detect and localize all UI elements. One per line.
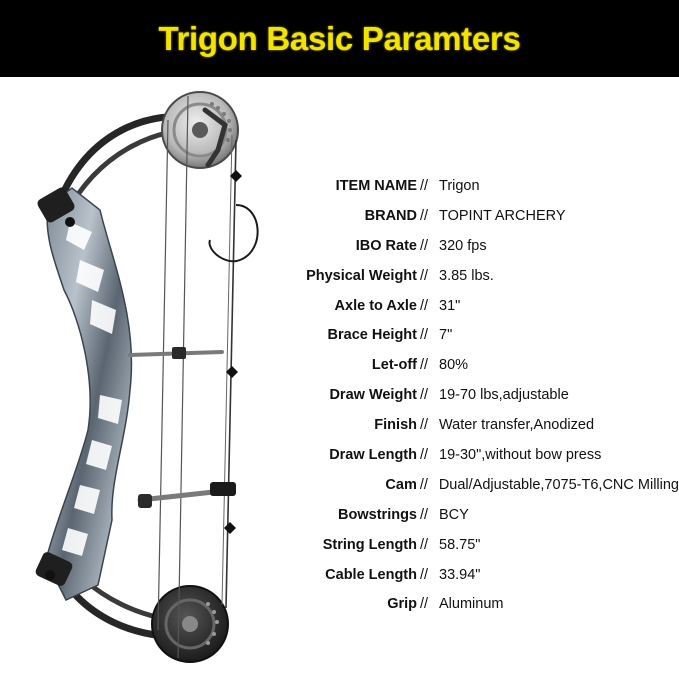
spec-value: 320 fps <box>439 237 487 254</box>
spec-value: 7" <box>439 327 453 344</box>
spec-value: 33.94" <box>439 566 481 583</box>
spec-separator: // <box>420 566 429 583</box>
spec-label: Grip <box>387 596 417 613</box>
spec-separator: // <box>420 177 429 194</box>
spec-value: 31" <box>439 297 461 314</box>
spec-value: 19-30",without bow press <box>439 446 602 463</box>
spec-label: Draw Weight <box>329 387 417 404</box>
spec-row: Axle to Axle// 31" <box>240 291 679 321</box>
spec-separator: // <box>420 446 429 463</box>
spec-separator: // <box>420 536 429 553</box>
spec-value: Water transfer,Anodized <box>439 417 595 434</box>
spec-value: BCY <box>439 506 469 523</box>
spec-value: Dual/Adjustable,7075-T6,CNC Milling <box>438 476 679 493</box>
spec-row: IBO Rate// 320 fps <box>240 231 679 261</box>
spec-separator: // <box>420 357 429 374</box>
spec-value: 19-70 lbs,adjustable <box>439 387 569 404</box>
spec-row: Cable Length// 33.94" <box>240 560 679 590</box>
spec-label: Brace Height <box>327 327 417 344</box>
spec-separator: // <box>420 297 429 314</box>
spec-label: ITEM NAME <box>335 177 417 194</box>
title-banner: Trigon Basic Paramters <box>0 0 679 77</box>
spec-separator: // <box>420 506 429 523</box>
spec-value: 3.85 lbs. <box>439 267 494 284</box>
spec-label: Cable Length <box>325 566 417 583</box>
spec-row: Draw Length// 19-30",without bow press <box>240 440 679 470</box>
spec-label: String Length <box>322 536 417 553</box>
spec-separator: // <box>420 327 429 344</box>
spec-separator: // <box>420 267 429 284</box>
spec-separator: // <box>420 207 429 224</box>
spec-separator: // <box>420 237 429 254</box>
spec-label: Axle to Axle <box>334 297 417 314</box>
spec-row: String Length// 58.75" <box>240 530 679 560</box>
spec-separator: // <box>420 387 429 404</box>
spec-value: Trigon <box>439 177 480 194</box>
page-title: Trigon Basic Paramters <box>158 19 521 57</box>
spec-row: Grip// Aluminum <box>240 589 679 619</box>
spec-label: IBO Rate <box>355 237 417 254</box>
spec-row: Let-off// 80% <box>240 350 679 380</box>
spec-label: Cam <box>385 476 417 493</box>
spec-value: 80% <box>439 357 469 374</box>
spec-separator: // <box>419 476 428 493</box>
spec-label: BRAND <box>364 207 417 224</box>
spec-row: Finish// Water transfer,Anodized <box>240 410 679 440</box>
spec-label: Finish <box>374 417 417 434</box>
spec-label: Physical Weight <box>306 267 417 284</box>
spec-label: Bowstrings <box>338 506 417 523</box>
spec-row: Brace Height// 7" <box>240 320 679 350</box>
spec-separator: // <box>420 417 429 434</box>
spec-value: 58.75" <box>439 536 481 553</box>
spec-row: ITEM NAME// Trigon <box>240 171 679 201</box>
spec-value: TOPINT ARCHERY <box>439 207 566 224</box>
spec-row: Physical Weight// 3.85 lbs. <box>240 261 679 291</box>
compound-bow-icon <box>35 91 259 663</box>
spec-label: Draw Length <box>329 446 417 463</box>
spec-separator: // <box>420 596 429 613</box>
spec-row: Bowstrings// BCY <box>240 500 679 530</box>
spec-row: BRAND// TOPINT ARCHERY <box>240 201 679 231</box>
spec-label: Let-off <box>371 357 417 374</box>
spec-row: Draw Weight// 19-70 lbs,adjustable <box>240 380 679 410</box>
spec-row: Cam// Dual/Adjustable,7075-T6,CNC Milling <box>240 470 679 500</box>
spec-value: Aluminum <box>439 596 504 613</box>
